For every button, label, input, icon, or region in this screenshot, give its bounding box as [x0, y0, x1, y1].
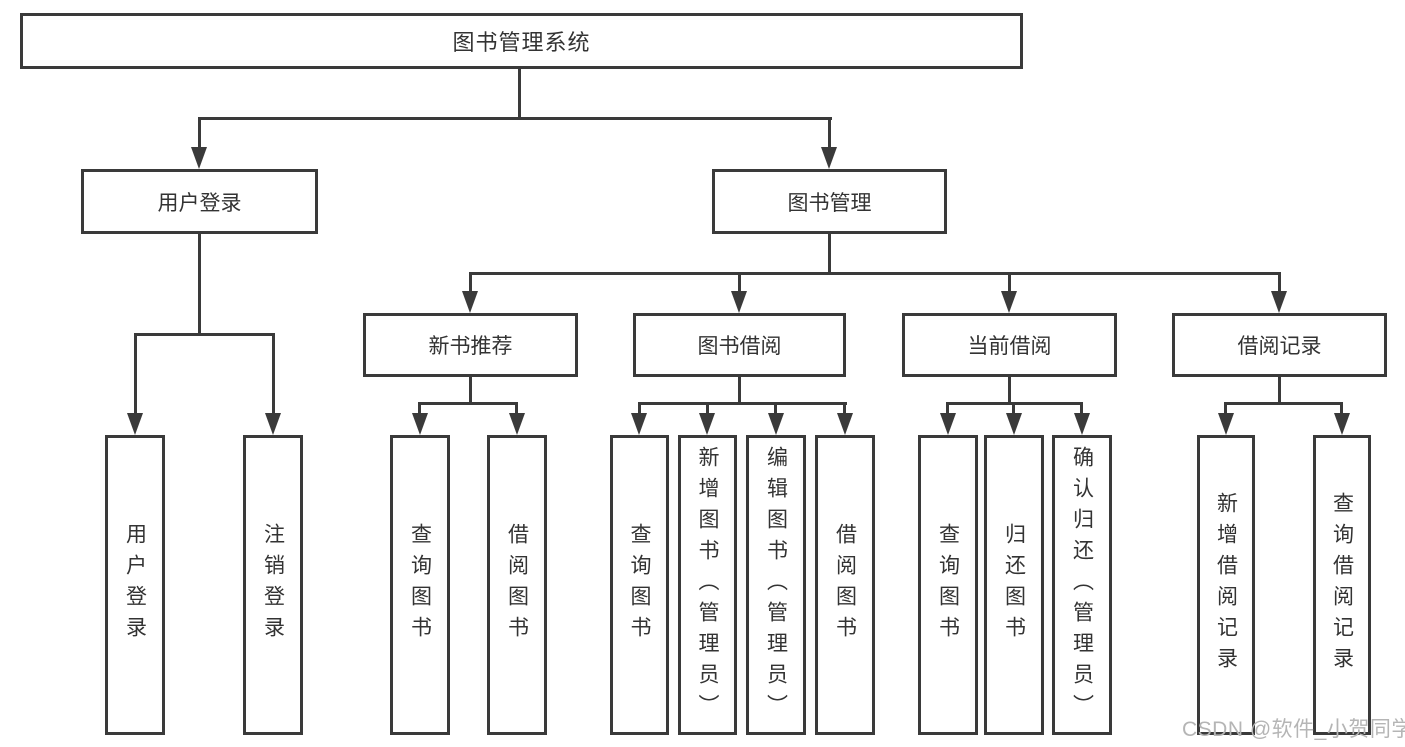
connector-line — [738, 272, 741, 294]
connector-line — [1080, 402, 1083, 415]
connector-line — [469, 272, 1281, 275]
leaf-label: 归还图书 — [1002, 523, 1026, 647]
connector-line — [1224, 402, 1227, 415]
arrow-down-icon — [821, 147, 837, 169]
connector-line — [1278, 272, 1281, 294]
leaf-add-borrow-record: 新增借阅记录 — [1197, 435, 1255, 735]
leaf-label: 查询图书 — [628, 523, 651, 647]
node-label: 图书管理 — [787, 191, 872, 215]
connector-line — [198, 117, 832, 120]
leaf-confirm-return-admin: 确认归还（管理员） — [1052, 435, 1112, 735]
node-library-management-system: 图书管理系统 — [20, 13, 1023, 69]
node-user-login: 用户登录 — [81, 169, 318, 234]
connector-line — [1012, 402, 1015, 415]
node-new-book-recommendation: 新书推荐 — [363, 313, 578, 377]
arrow-down-icon — [699, 413, 715, 435]
leaf-query-books-recommend: 查询图书 — [390, 435, 450, 735]
leaf-label: 查询图书 — [408, 523, 432, 647]
arrow-down-icon — [412, 413, 428, 435]
connector-line — [198, 234, 201, 335]
arrow-down-icon — [1218, 413, 1234, 435]
leaf-label: 查询借阅记录 — [1330, 492, 1354, 678]
node-label: 当前借阅 — [967, 335, 1052, 358]
connector-line — [418, 402, 518, 405]
node-book-management: 图书管理 — [712, 169, 947, 234]
leaf-return-books: 归还图书 — [984, 435, 1044, 735]
arrow-down-icon — [631, 413, 647, 435]
leaf-label: 借阅图书 — [505, 523, 529, 647]
connector-line — [518, 68, 521, 119]
leaf-edit-books-admin: 编辑图书（管理员） — [746, 435, 806, 735]
connector-line — [946, 402, 949, 415]
leaf-borrow-books: 借阅图书 — [815, 435, 875, 735]
arrow-down-icon — [127, 413, 143, 435]
connector-line — [134, 333, 275, 336]
node-label: 借阅记录 — [1237, 335, 1322, 358]
arrow-down-icon — [509, 413, 525, 435]
leaf-label: 新增借阅记录 — [1214, 492, 1238, 678]
arrow-down-icon — [191, 147, 207, 169]
connector-line — [469, 377, 472, 405]
arrow-down-icon — [1074, 413, 1090, 435]
connector-line — [828, 117, 831, 150]
connector-line — [272, 333, 275, 415]
connector-line — [638, 402, 847, 405]
leaf-query-books-current: 查询图书 — [918, 435, 978, 735]
arrow-down-icon — [768, 413, 784, 435]
connector-line — [738, 377, 741, 405]
connector-line — [1224, 402, 1343, 405]
node-current-borrowing: 当前借阅 — [902, 313, 1117, 377]
node-label: 图书管理系统 — [452, 30, 591, 55]
arrow-down-icon — [1006, 413, 1022, 435]
leaf-label: 编辑图书（管理员） — [764, 445, 788, 725]
arrow-down-icon — [940, 413, 956, 435]
arrow-down-icon — [837, 413, 853, 435]
arrow-down-icon — [265, 413, 281, 435]
connector-line — [1008, 272, 1011, 294]
arrow-down-icon — [1334, 413, 1350, 435]
leaf-borrow-books-recommend: 借阅图书 — [487, 435, 547, 735]
arrow-down-icon — [1001, 291, 1017, 313]
connector-line — [843, 402, 846, 415]
node-label: 用户登录 — [157, 191, 242, 215]
connector-line — [828, 234, 831, 274]
leaf-label: 确认归还（管理员） — [1070, 445, 1094, 725]
leaf-query-books-borrowing: 查询图书 — [610, 435, 669, 735]
connector-line — [198, 117, 201, 150]
leaf-label: 用户登录 — [123, 523, 147, 647]
connector-line — [638, 402, 641, 415]
leaf-label: 借阅图书 — [833, 523, 857, 647]
connector-line — [469, 272, 472, 294]
leaf-query-borrow-record: 查询借阅记录 — [1313, 435, 1371, 735]
node-label: 图书借阅 — [697, 335, 782, 358]
connector-line — [1278, 377, 1281, 405]
arrow-down-icon — [731, 291, 747, 313]
connector-line — [1008, 377, 1011, 405]
arrow-down-icon — [462, 291, 478, 313]
connector-line — [706, 402, 709, 415]
node-book-borrowing: 图书借阅 — [633, 313, 846, 377]
leaf-logout-login: 注销登录 — [243, 435, 303, 735]
leaf-label: 新增图书（管理员） — [696, 445, 719, 725]
connector-line — [515, 402, 518, 415]
watermark: CSDN @软件_小贺同学 — [1182, 718, 1405, 741]
leaf-add-books-admin: 新增图书（管理员） — [678, 435, 737, 735]
leaf-label: 注销登录 — [261, 523, 285, 647]
node-label: 新书推荐 — [428, 335, 513, 358]
arrow-down-icon — [1271, 291, 1287, 313]
leaf-user-login: 用户登录 — [105, 435, 165, 735]
connector-line — [1340, 402, 1343, 415]
leaf-label: 查询图书 — [936, 523, 960, 647]
connector-line — [134, 333, 137, 415]
connector-line — [418, 402, 421, 415]
connector-line — [774, 402, 777, 415]
node-borrowing-records: 借阅记录 — [1172, 313, 1387, 377]
